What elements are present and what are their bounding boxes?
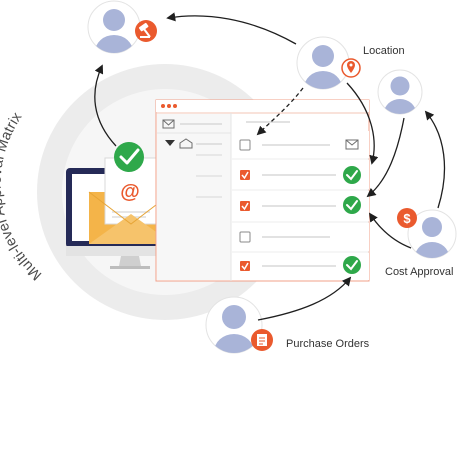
document-icon — [251, 329, 273, 351]
check-icon — [114, 142, 144, 172]
app-window — [155, 99, 370, 282]
arrow-location-to-top — [166, 12, 297, 45]
svg-text:$: $ — [403, 211, 411, 226]
list-row-1[interactable] — [232, 131, 369, 158]
caret-down-icon — [165, 140, 175, 146]
sidebar-item-open-mail[interactable] — [165, 138, 222, 149]
location-pin-icon — [341, 58, 361, 78]
at-sign: @ — [120, 181, 140, 203]
approver-cost: $ — [397, 208, 457, 259]
arrow-location-to-row1 — [256, 87, 304, 136]
dollar-icon: $ — [397, 208, 417, 228]
arrow-cost-to-right — [424, 110, 446, 209]
checkbox — [239, 231, 251, 243]
purchase-orders-label: Purchase Orders — [286, 338, 370, 350]
flow-arrows — [94, 12, 446, 321]
approver-right — [377, 69, 423, 115]
list-row-5[interactable] — [232, 253, 369, 280]
check-icon — [343, 256, 361, 274]
arrow-right-to-row3 — [366, 117, 405, 198]
sidebar-item-inbox[interactable] — [162, 119, 222, 129]
approver-location — [296, 36, 361, 90]
location-label: Location — [363, 45, 405, 57]
approver-top — [87, 0, 157, 54]
gavel-icon — [135, 20, 157, 42]
arrow-loc-right-curve — [346, 82, 379, 165]
open-mail-icon — [179, 138, 193, 149]
arrow-check-to-top — [94, 64, 117, 147]
mail-icon — [162, 119, 175, 126]
approver-purchase — [205, 296, 273, 354]
list-row-2[interactable] — [232, 160, 369, 189]
window-dot-3 — [173, 104, 177, 108]
list-row-3[interactable] — [232, 191, 369, 221]
arrow-cost-to-row3 — [368, 212, 412, 249]
cost-approval-label: Cost Approval — [385, 266, 453, 278]
check-icon — [343, 166, 361, 184]
check-icon — [343, 196, 361, 214]
checkbox — [239, 139, 251, 151]
list-row-4[interactable] — [232, 223, 369, 251]
window-dot-2 — [167, 104, 171, 108]
mail-icon — [345, 139, 359, 150]
window-dot-1 — [161, 104, 165, 108]
arrow-purchase-to-row5 — [257, 276, 352, 321]
